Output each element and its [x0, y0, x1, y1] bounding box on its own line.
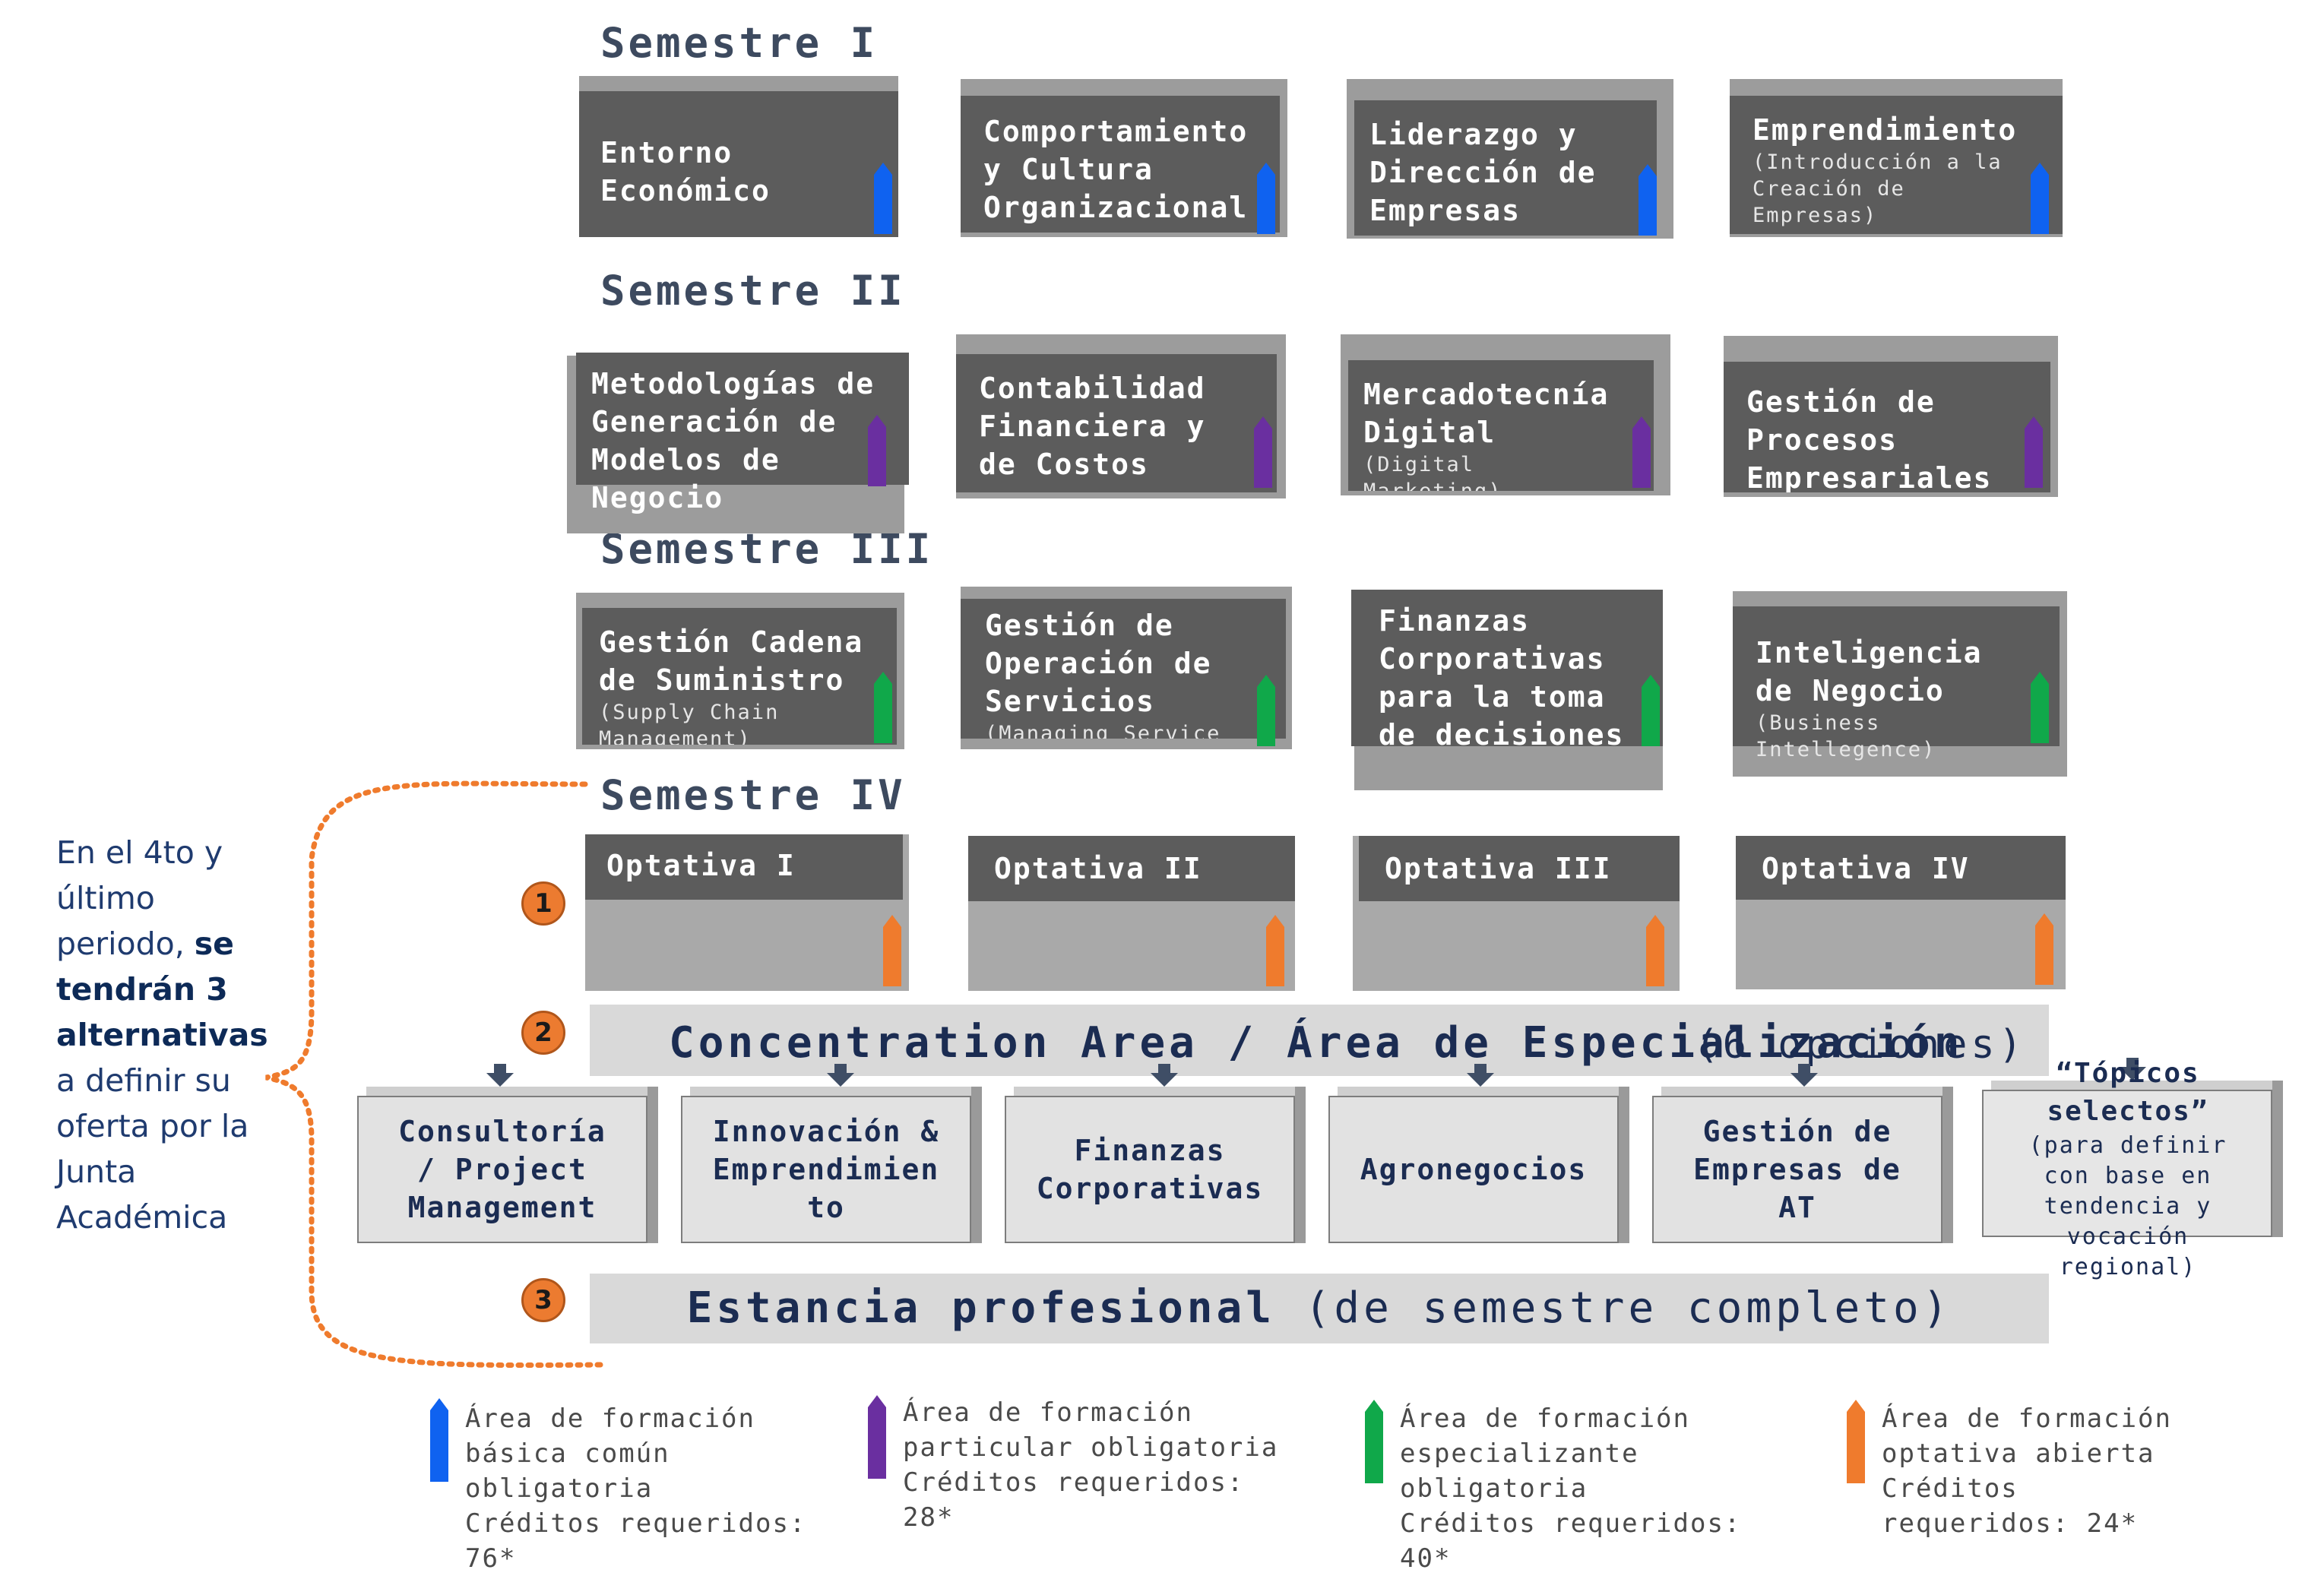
marker-2: 2 — [521, 1011, 565, 1055]
course-subtitle: (Business Intellegence) — [1756, 711, 1936, 761]
concentration-option-agronegocios: Agronegocios — [1328, 1087, 1629, 1243]
course-card-contabilidad: Contabilidad Financiera y de Costos — [956, 334, 1286, 498]
legend-especializante-text: Área de formación especializante obligat… — [1400, 1404, 1742, 1574]
course-title: Finanzas Corporativas para la toma de de… — [1379, 604, 1625, 752]
course-title: Metodologías de Generación de Modelos de… — [591, 367, 875, 514]
optativa-card-2: Optativa II — [968, 836, 1295, 991]
course-card-inteligencia-negocio: Inteligencia de Negocio (Business Intell… — [1733, 591, 2067, 777]
side-note-text-end: a definir su oferta por la Junta Académi… — [56, 1062, 249, 1236]
course-card-operacion-servicios: Gestión de Operación de Servicios (Manag… — [961, 587, 1292, 749]
estancia-title: Estancia profesional — [686, 1283, 1275, 1333]
side-note-text: En el 4to y último periodo, — [56, 834, 223, 962]
concentration-count: (6 opciones) — [1695, 1022, 2026, 1068]
optional-area-pencil-icon — [883, 915, 901, 986]
course-subtitle: (Introducción a la Creación de Empresas) — [1752, 150, 2003, 227]
course-card-emprendimiento: Emprendimiento (Introducción a la Creaci… — [1730, 79, 2063, 237]
concentration-option-finanzas: Finanzas Corporativas — [1005, 1087, 1306, 1243]
course-title: Inteligencia de Negocio — [1756, 636, 1983, 707]
optional-area-pencil-icon — [2035, 913, 2053, 985]
specialized-area-pencil-icon — [1642, 675, 1660, 746]
optativa-card-4: Optativa IV — [1736, 836, 2066, 989]
legend-particular-pencil-icon — [868, 1395, 886, 1479]
optativa-card-1: Optativa I — [585, 834, 909, 991]
course-card-finanzas-decisiones: Finanzas Corporativas para la toma de de… — [1351, 590, 1663, 790]
course-card-mercadotecnia: Mercadotecnía Digital (Digital Marketing… — [1341, 334, 1670, 495]
down-arrow-icon — [1467, 1064, 1494, 1087]
topicos-note: (para definir con base en tendencia y vo… — [2028, 1132, 2227, 1280]
course-title: Comportamiento y Cultura Organizacional — [983, 115, 1249, 224]
particular-area-pencil-icon — [1632, 416, 1651, 488]
concentration-band: Concentration Area / Área de Especializa… — [590, 1005, 2049, 1076]
topicos-selectos-label: “Tópicos selectos” (para definir con bas… — [1991, 1055, 2265, 1283]
course-subtitle: (Digital Marketing) — [1363, 453, 1501, 491]
specialized-area-pencil-icon — [1257, 675, 1275, 746]
concentration-option-gestion-at: Gestión de Empresas de AT — [1652, 1087, 1953, 1243]
legend-basic-text: Área de formación básica común obligator… — [465, 1404, 807, 1574]
basic-area-pencil-icon — [1257, 163, 1275, 234]
specialized-area-pencil-icon — [874, 672, 892, 743]
marker-3: 3 — [521, 1278, 565, 1322]
course-card-gestion-procesos: Gestión de Procesos Empresariales — [1724, 336, 2058, 497]
course-card-metodologias: Metodologías de Generación de Modelos de… — [567, 333, 909, 533]
optativa-card-3: Optativa III — [1353, 836, 1680, 991]
semester-4-heading: Semestre IV — [600, 771, 906, 819]
course-title: Optativa II — [994, 852, 1202, 885]
legend-especializante-pencil-icon — [1365, 1400, 1383, 1483]
course-subtitle: (Managing Service Operations) — [985, 722, 1221, 739]
down-arrow-icon — [486, 1064, 514, 1087]
course-title: Optativa III — [1385, 852, 1612, 885]
concentration-option-consultoria: Consultoría / Project Management — [357, 1087, 658, 1243]
course-card-liderazgo: Liderazgo y Dirección de Empresas — [1347, 79, 1673, 239]
course-card-cadena-suministro: Gestión Cadena de Suministro (Supply Cha… — [576, 593, 904, 749]
side-note-emphasis: se tendrán 3 alternativas — [56, 926, 268, 1053]
topicos-title: “Tópicos selectos” — [2047, 1058, 2209, 1127]
semester-3-heading: Semestre III — [600, 525, 934, 573]
course-card-comportamiento: Comportamiento y Cultura Organizacional — [961, 79, 1287, 237]
down-arrow-icon — [1790, 1064, 1818, 1087]
legend-particular-text: Área de formación particular obligatoria… — [903, 1397, 1279, 1533]
basic-area-pencil-icon — [874, 163, 892, 234]
course-title: Entorno Económico — [600, 136, 771, 207]
course-title: Emprendimiento — [1752, 113, 2018, 147]
particular-area-pencil-icon — [1254, 416, 1272, 488]
down-arrow-icon — [827, 1064, 854, 1087]
course-title: Optativa IV — [1762, 852, 1970, 885]
course-title: Gestión de Operación de Servicios — [985, 609, 1212, 718]
marker-1: 1 — [521, 881, 565, 926]
course-card-entorno-economico: Entorno Económico — [579, 76, 898, 237]
optional-area-pencil-icon — [1646, 915, 1664, 986]
optional-area-pencil-icon — [1266, 915, 1284, 986]
basic-area-pencil-icon — [1639, 164, 1657, 236]
legend-basic-pencil-icon — [430, 1398, 448, 1482]
specialized-area-pencil-icon — [2031, 672, 2049, 743]
course-title: Gestión Cadena de Suministro — [599, 625, 864, 697]
course-title: Gestión de Procesos Empresariales — [1746, 385, 1993, 492]
course-title: Mercadotecnía Digital — [1363, 378, 1610, 449]
course-subtitle: (Supply Chain Management) — [599, 701, 780, 745]
down-arrow-icon — [2119, 1058, 2146, 1081]
legend-optativa-text: Área de formación optativa abierta Crédi… — [1882, 1404, 2172, 1539]
semester-2-heading: Semestre II — [600, 267, 906, 315]
particular-area-pencil-icon — [2025, 416, 2043, 488]
course-title: Optativa I — [606, 849, 796, 882]
particular-area-pencil-icon — [868, 415, 886, 486]
down-arrow-icon — [1151, 1064, 1178, 1087]
side-note: En el 4to y último periodo, se tendrán 3… — [56, 830, 284, 1240]
bracket-connector — [265, 780, 603, 1369]
concentration-title: Concentration Area / Área de Especializa… — [669, 1018, 1964, 1068]
concentration-option-innovacion: Innovación & Emprendimien to — [681, 1087, 982, 1243]
semester-1-heading: Semestre I — [600, 19, 879, 67]
estancia-band: Estancia profesional (de semestre comple… — [590, 1274, 2049, 1343]
estancia-detail: (de semestre completo) — [1304, 1283, 1952, 1333]
basic-area-pencil-icon — [2031, 163, 2049, 234]
legend-optativa-pencil-icon — [1847, 1400, 1865, 1483]
course-title: Contabilidad Financiera y de Costos — [979, 372, 1206, 481]
concentration-option-topicos — [1982, 1081, 2283, 1237]
course-title: Liderazgo y Dirección de Empresas — [1369, 118, 1597, 227]
